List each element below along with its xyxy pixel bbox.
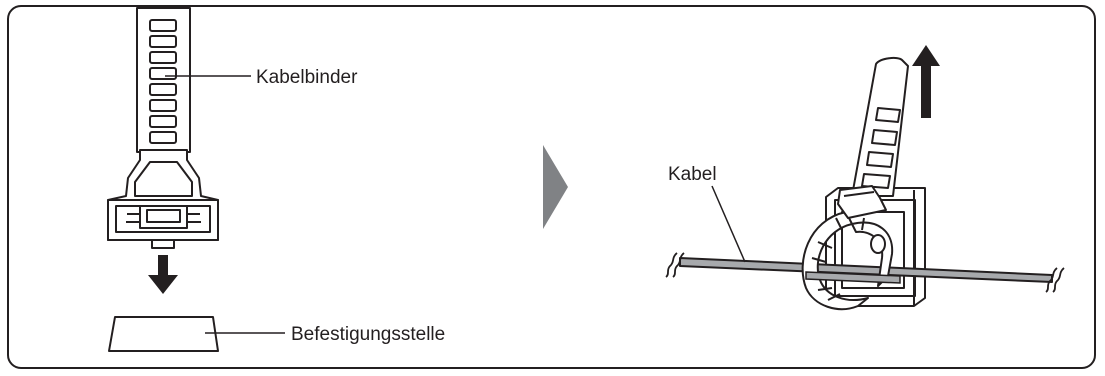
cable-illustration [665, 252, 1065, 293]
tie-head [837, 185, 887, 219]
pulled-strap [851, 56, 909, 197]
arrow-up-icon [912, 45, 940, 118]
cable-leader-line [711, 185, 746, 263]
mount-point-label: Befestigungsstelle [291, 324, 445, 345]
cable-through-loop [805, 271, 901, 284]
arrow-down-icon [148, 255, 178, 294]
cable-label: Kabel [668, 164, 717, 185]
mount-point-shape [108, 316, 219, 352]
strap-loop [801, 211, 894, 311]
cable-tie-illustration [107, 7, 219, 249]
cable-tie-label: Kabelbinder [256, 67, 358, 88]
triangle-right-icon [543, 145, 568, 229]
